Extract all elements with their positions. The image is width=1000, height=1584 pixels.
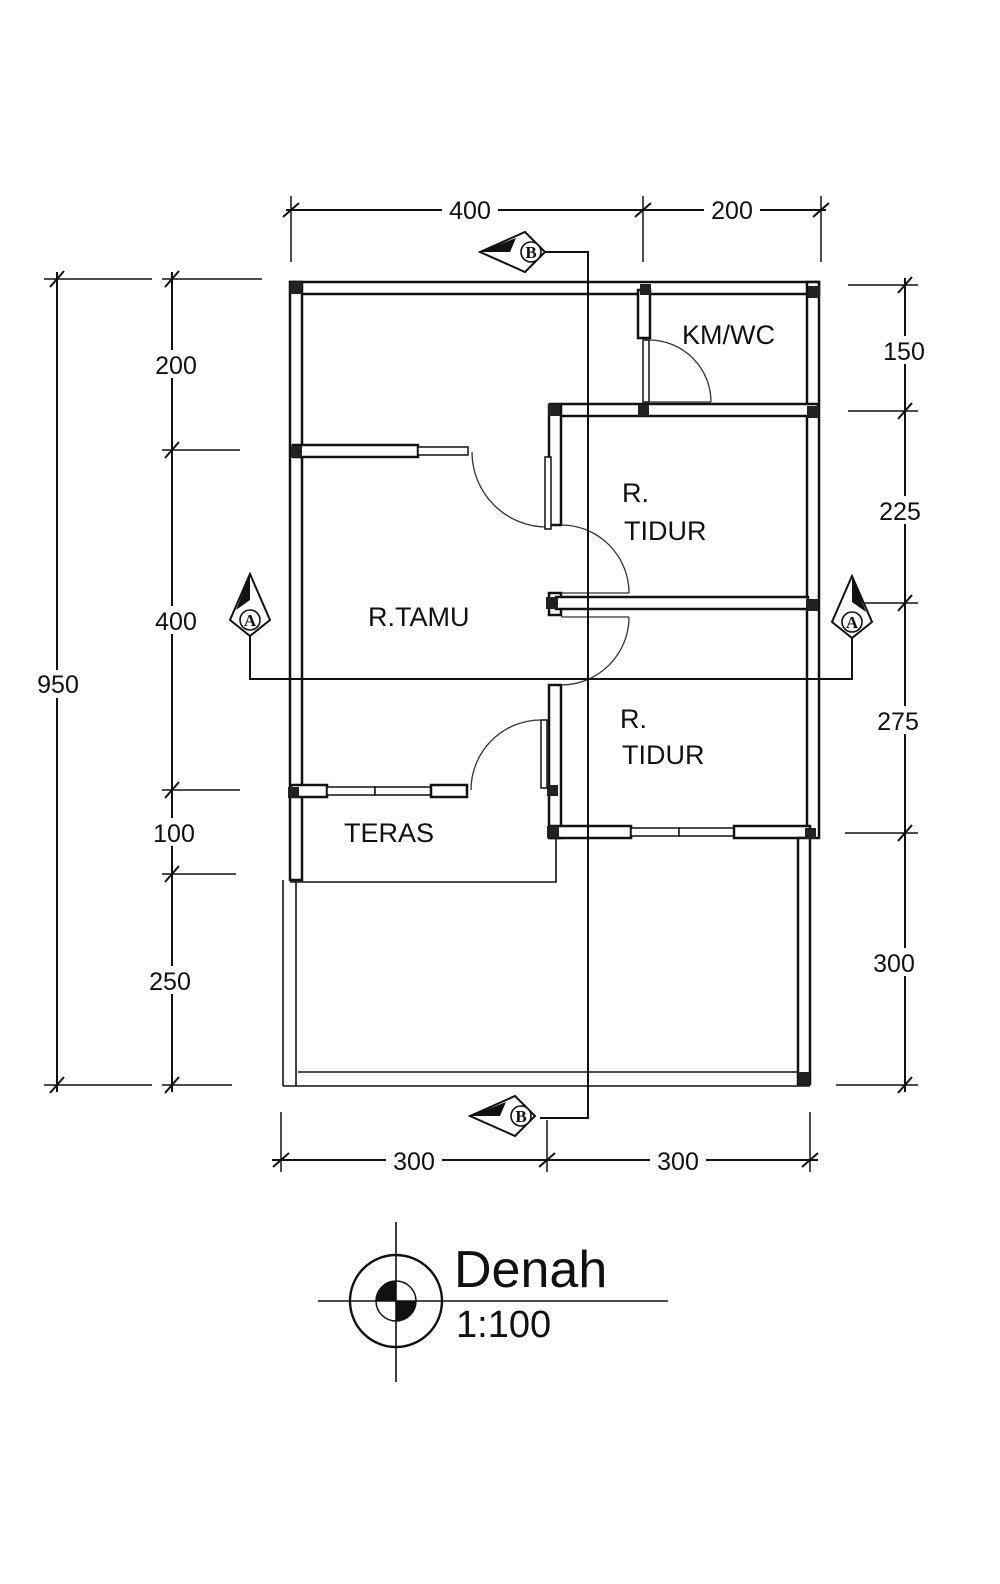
section-lines <box>249 251 853 1119</box>
doors <box>470 339 712 791</box>
drawing-title: Denah <box>454 1241 607 1299</box>
room-kmwc-label: KM/WC <box>682 320 775 350</box>
section-marker-b-top: B <box>477 230 547 274</box>
title-block: Denah 1:100 <box>318 1222 668 1382</box>
walls <box>282 280 821 1087</box>
dim-bottom-300-left: 300 <box>393 1148 435 1176</box>
dim-bottom-300-right: 300 <box>657 1148 699 1176</box>
dimension-top: 400 200 <box>282 196 830 262</box>
north-symbol-icon <box>376 1281 396 1301</box>
dim-top-200: 200 <box>711 197 753 225</box>
dimension-left: 200 400 100 250 <box>140 270 262 1094</box>
room-tidur2-label-line2: TIDUR <box>622 740 705 770</box>
section-label-b-bottom: B <box>515 1107 526 1126</box>
dim-left-250: 250 <box>149 968 191 996</box>
dimension-left-total: 950 <box>28 270 152 1094</box>
dim-right-300: 300 <box>873 950 915 978</box>
section-marker-a-left: A <box>228 571 272 638</box>
dim-left-100: 100 <box>153 820 195 848</box>
section-marker-a-right: A <box>830 573 874 640</box>
dim-right-275: 275 <box>877 708 919 736</box>
dim-left-200: 200 <box>155 352 197 380</box>
dim-right-225: 225 <box>879 498 921 526</box>
columns <box>288 282 820 1084</box>
section-label-a-left: A <box>244 611 257 630</box>
dim-right-150: 150 <box>883 338 925 366</box>
drawing-scale: 1:100 <box>456 1304 551 1346</box>
room-tamu-label: R.TAMU <box>368 602 470 632</box>
section-label-b-top: B <box>525 243 536 262</box>
dimension-right: 150 225 275 300 <box>836 276 934 1094</box>
section-marker-b-bottom: B <box>467 1094 537 1138</box>
dim-top-400: 400 <box>449 197 491 225</box>
room-tidur1-label-line1: R. <box>622 478 649 508</box>
room-teras-label: TERAS <box>344 818 434 848</box>
dim-left-400: 400 <box>155 608 197 636</box>
room-labels: KM/WC R. TIDUR R.TAMU R. TIDUR TERAS <box>344 320 775 848</box>
room-tidur1-label-line2: TIDUR <box>624 516 707 546</box>
section-label-a-right: A <box>846 613 859 632</box>
dimension-bottom: 300 300 <box>272 1112 819 1176</box>
dim-left-950: 950 <box>37 671 79 699</box>
room-tidur2-label-line1: R. <box>620 704 647 734</box>
